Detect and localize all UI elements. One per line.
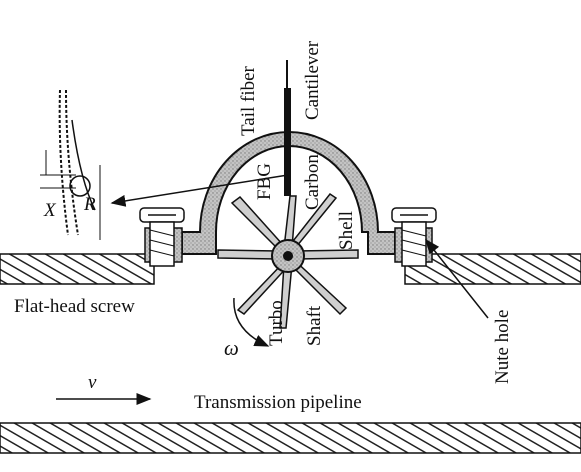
- label-v: v: [88, 372, 97, 393]
- lower-pipe-wall: [0, 422, 581, 454]
- label-shaft: Shaft: [304, 305, 325, 346]
- cantilever-deflection-detail: [40, 89, 101, 240]
- label-r: R: [83, 194, 96, 215]
- leader-line-r: [110, 174, 289, 207]
- label-shell: Shell: [336, 211, 357, 250]
- label-carbon: Carbon: [302, 154, 323, 210]
- label-turbo: Turbo: [266, 300, 287, 346]
- label-tail-fiber: Tail fiber: [238, 65, 259, 136]
- rotation-arrow: [233, 297, 270, 347]
- label-cantilever: Cantilever: [302, 40, 323, 120]
- leader-line-nute-hole: [425, 238, 489, 319]
- label-omega: ω: [224, 336, 239, 360]
- label-fbg: FBG: [254, 163, 275, 200]
- label-transmission-pipeline: Transmission pipeline: [194, 392, 362, 413]
- right-screw: [391, 207, 437, 267]
- label-nute-hole: Nute hole: [492, 310, 513, 384]
- shaft-hub: [271, 239, 305, 273]
- left-screw: [139, 207, 185, 267]
- label-x: X: [43, 200, 57, 221]
- label-flat-head-screw: Flat-head screw: [14, 296, 135, 317]
- cantilever-beam: [284, 60, 291, 196]
